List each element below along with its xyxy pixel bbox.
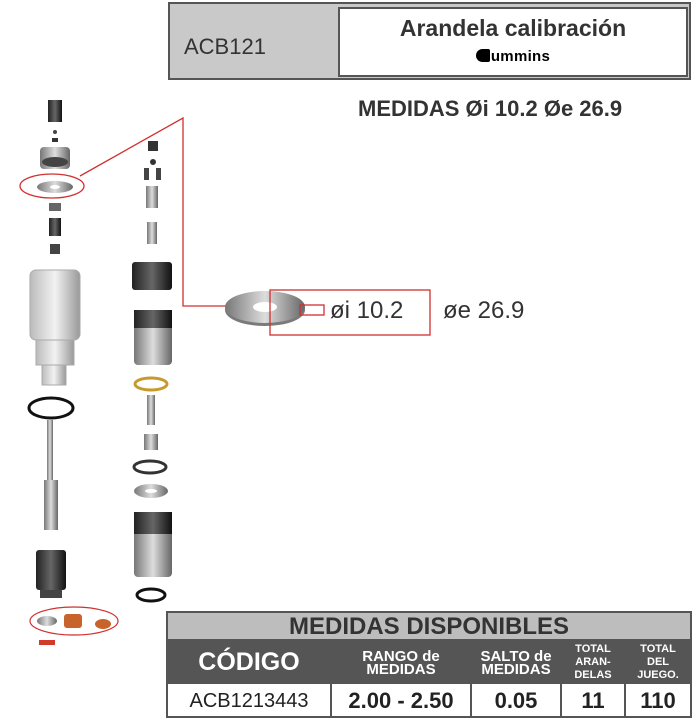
- washer-highlight: [19, 173, 85, 199]
- col-value: ACB1213443: [189, 690, 309, 712]
- exploded-view-diagram: [19, 100, 431, 645]
- col-value: 11: [581, 688, 605, 713]
- washer-closeup: [225, 291, 305, 326]
- col-label: CÓDIGO: [168, 641, 330, 684]
- table-title: MEDIDAS DISPONIBLES: [168, 613, 690, 641]
- left-part-stack: [27, 100, 119, 645]
- available-sizes-table: MEDIDAS DISPONIBLES CÓDIGO ACB1213443 RA…: [166, 611, 692, 718]
- col-label: TOTAL ARAN- DELAS: [562, 641, 624, 684]
- product-code: ACB121: [184, 34, 266, 59]
- leader-line: [79, 116, 230, 307]
- inner-diameter-label: øi 10.2: [330, 297, 404, 324]
- col-label: SALTO de MEDIDAS: [472, 641, 560, 684]
- col-total-juego: TOTAL DEL JUEGO. 110: [626, 641, 690, 716]
- col-value: 2.00 - 2.50: [348, 688, 454, 713]
- col-total-arandelas: TOTAL ARAN- DELAS 11: [562, 641, 626, 716]
- col-codigo: CÓDIGO ACB1213443: [168, 641, 332, 716]
- measures-title: MEDIDAS Øi 10.2 Øe 26.9: [358, 96, 623, 121]
- col-rango: RANGO de MEDIDAS 2.00 - 2.50: [332, 641, 472, 716]
- product-title: Arandela calibración: [399, 15, 627, 41]
- col-value: 110: [640, 688, 676, 713]
- inner-diameter-marker: [299, 304, 325, 316]
- product-header: ACB121 Arandela calibración ummins: [168, 2, 691, 80]
- brand-logo: ummins: [475, 48, 550, 65]
- col-label: TOTAL DEL JUEGO.: [626, 641, 690, 684]
- col-salto: SALTO de MEDIDAS 0.05: [472, 641, 562, 716]
- col-label: RANGO de MEDIDAS: [332, 641, 470, 684]
- title-box: Arandela calibración ummins: [338, 7, 688, 77]
- dimension-box: [269, 289, 431, 336]
- outer-diameter-label: øe 26.9: [443, 297, 525, 324]
- col-value: 0.05: [494, 688, 538, 713]
- cummins-c-icon: [475, 49, 490, 62]
- right-part-stack: [132, 141, 172, 603]
